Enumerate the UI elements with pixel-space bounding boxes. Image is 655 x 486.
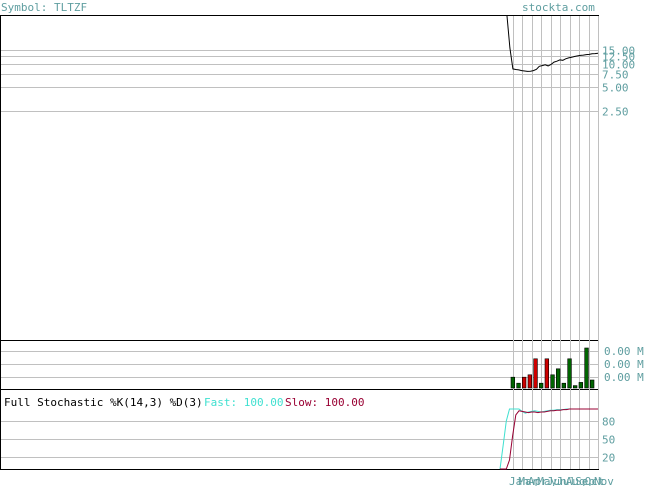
- volume-bar: [527, 374, 533, 389]
- volume-bar: [538, 382, 544, 389]
- volume-bar: [578, 382, 584, 389]
- price-tick-label: 2.50: [602, 106, 629, 119]
- price-tick-label: 15.00: [602, 45, 635, 58]
- price-tick-label: 5.00: [602, 82, 629, 95]
- stochastic-axis: 20 50 80: [602, 416, 615, 465]
- volume-tick-label: 0.00 M: [604, 371, 644, 384]
- stochastic-tick-label: 50: [602, 434, 615, 447]
- volume-bar: [555, 368, 561, 389]
- volume-tick-label: 0.00 M: [604, 358, 644, 371]
- month-tick-label: Apr: [528, 475, 548, 486]
- volume-bar: [561, 382, 567, 389]
- stochastic-tick-label: 80: [602, 416, 615, 429]
- stochastic-series: [499, 408, 598, 470]
- volume-bar: [533, 358, 538, 389]
- month-tick-label: Mar: [518, 475, 538, 486]
- month-tick-label: Oct: [585, 475, 605, 486]
- volume-tick-label: 0.00 M: [604, 345, 644, 358]
- month-tick-label: May: [537, 475, 557, 486]
- month-tick-label: Aug: [566, 475, 586, 486]
- volume-bar: [510, 376, 516, 389]
- price-line: [506, 15, 599, 72]
- volume-bar: [544, 358, 550, 389]
- grid-lines: [1, 16, 599, 469]
- price-tick-label: 7.50: [602, 69, 629, 82]
- price-tick-label: 12.50: [602, 51, 635, 64]
- month-tick-label: Jun: [547, 475, 567, 486]
- stochastic-slow-line: [500, 408, 598, 470]
- volume-bar: [584, 347, 589, 389]
- volume-bar: [567, 358, 572, 389]
- month-tick-label: Sep: [575, 475, 595, 486]
- volume-series: [510, 347, 595, 389]
- price-tick-label: 10.00: [602, 59, 635, 72]
- stochastic-slow-label: Slow: 100.00: [285, 396, 364, 409]
- month-tick-label: Jul: [556, 475, 576, 486]
- stochastic-title: Full Stochastic %K(14,3) %D(3): [4, 396, 203, 409]
- volume-bar: [589, 379, 595, 389]
- symbol-label: Symbol: TLTZF: [1, 1, 87, 14]
- stochastic-tick-label: 20: [602, 452, 615, 465]
- volume-bar: [572, 385, 578, 389]
- site-label: stockta.com: [522, 1, 595, 14]
- stochastic-fast-label: Fast: 100.00: [204, 396, 283, 409]
- volume-bar: [550, 374, 555, 389]
- volume-bar: [521, 376, 527, 389]
- volume-axis: 0.00 M0.00 M0.00 M: [604, 345, 644, 384]
- month-tick-label: Nov: [594, 475, 614, 486]
- month-tick-label: Jan: [509, 475, 529, 486]
- price-series: [506, 15, 599, 72]
- volume-bar: [516, 382, 521, 389]
